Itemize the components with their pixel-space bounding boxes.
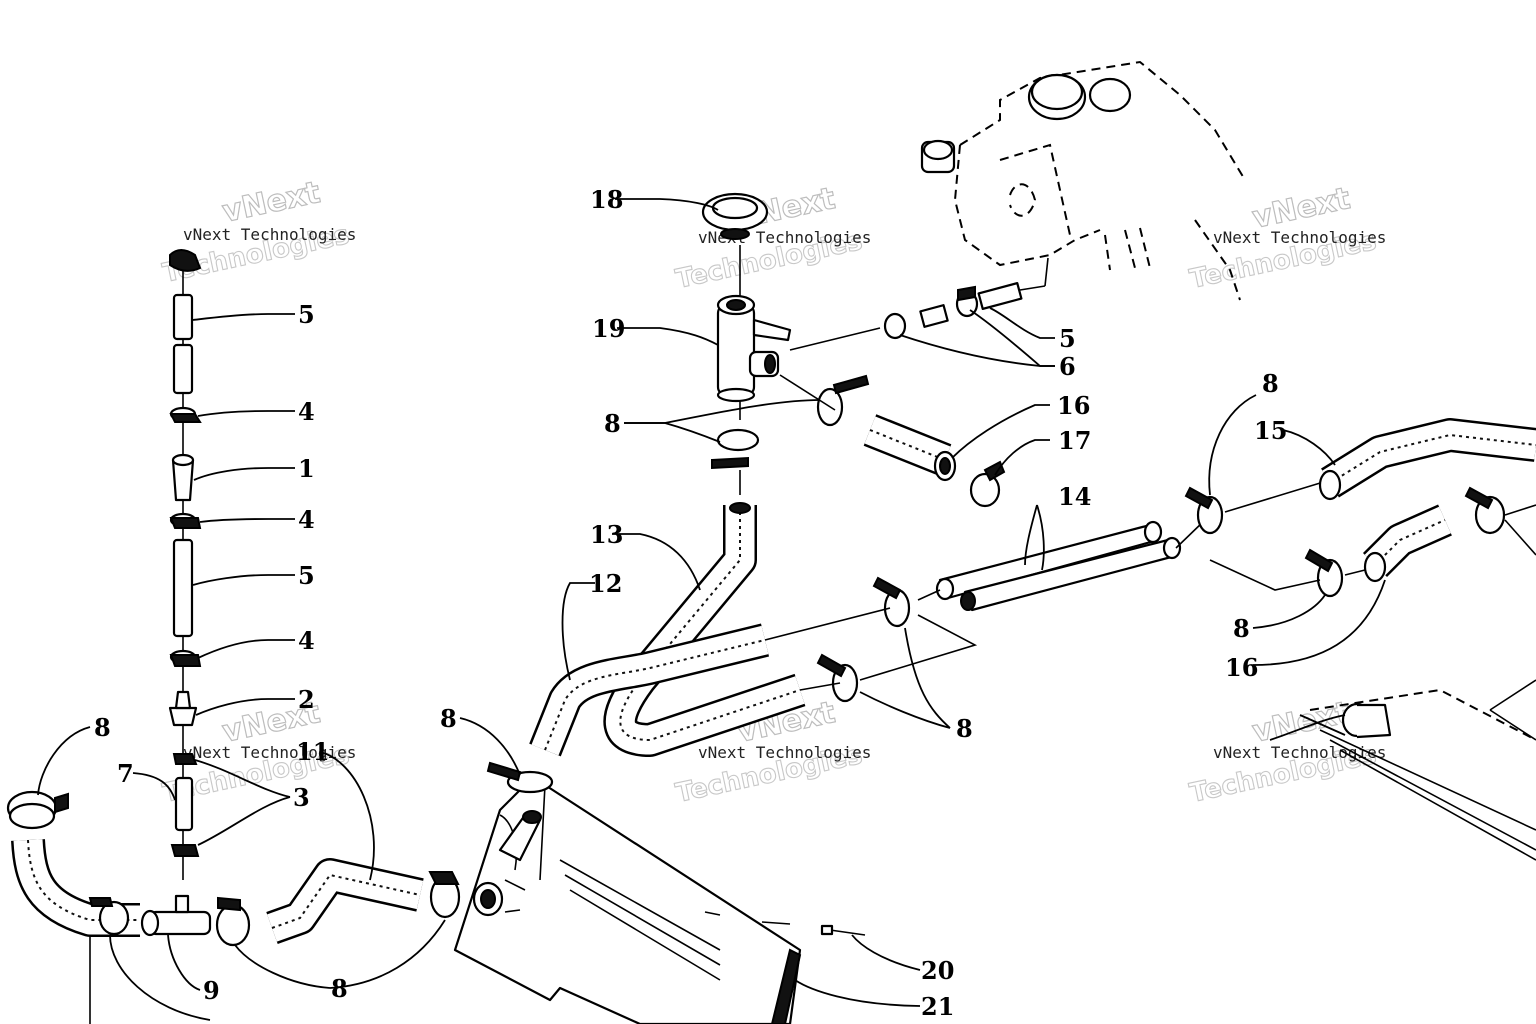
callout-5-mid: 5: [298, 561, 315, 590]
svg-text:vNext: vNext: [1249, 695, 1353, 750]
hose-11: [266, 858, 424, 945]
connector-6: [919, 304, 949, 328]
callout-3: 3: [293, 783, 310, 812]
clamp-3-lower: [170, 844, 200, 857]
callout-4-mid: 4: [298, 505, 315, 534]
tee-fitting-9: [140, 894, 212, 937]
bolt-20: [820, 924, 866, 936]
hose-16-upper: [863, 414, 957, 482]
callout-8-tee: 8: [604, 409, 621, 438]
right-radiator-outline: [1309, 679, 1536, 861]
watermark-top-left: vNext Technologies vNext Technologies: [160, 174, 357, 289]
clamp-8-mid-b: [816, 653, 859, 703]
right-radiator-fitting: [1341, 702, 1392, 739]
heat-exchanger-inlet: [498, 810, 542, 862]
hose-16-lower: [1362, 504, 1452, 583]
hose-15: [1318, 418, 1536, 501]
clamp-8-upper-mid: [816, 374, 870, 427]
callout-19: 19: [592, 314, 625, 343]
callout-5-top: 5: [298, 300, 315, 329]
callout-labels: 5 4 1 4 5 4 2 3 7 8 9 8 11 8 12 13 18 19…: [94, 185, 1287, 1021]
callout-14: 14: [1058, 482, 1091, 511]
hose-segment-5-upper: [172, 293, 194, 341]
hose-13: [603, 502, 806, 757]
callout-21: 21: [921, 992, 954, 1021]
callout-8-right-bottom: 8: [1233, 614, 1250, 643]
clamp-8-tee-lower: [711, 428, 760, 470]
clamp-4-mid: [169, 512, 202, 529]
callout-4-low: 4: [298, 626, 315, 655]
leader-lines: [37, 198, 1386, 1021]
callout-8-bottom-left: 8: [331, 974, 348, 1003]
top-clamp: [169, 249, 202, 272]
radiator-cap-18: [701, 192, 769, 240]
filler-neck-tee-19: [716, 294, 792, 403]
clamp-17: [969, 460, 1006, 508]
heat-exchanger-fins: [770, 948, 802, 1024]
clamp-4-lower: [169, 649, 202, 667]
callout-8-far-left: 8: [94, 713, 111, 742]
engine-phantom-outline: [920, 60, 1246, 301]
clamp-8-right-b: [1304, 548, 1344, 598]
svg-text:vNext: vNext: [219, 175, 323, 230]
hose-12: [529, 623, 770, 757]
callout-12: 12: [589, 569, 622, 598]
left-fuel-line-stack: [168, 249, 202, 880]
svg-text:vNext Technologies: vNext Technologies: [183, 743, 356, 762]
clamp-8-right-a: [1184, 486, 1224, 535]
callout-8-mid-right: 8: [956, 714, 973, 743]
check-valve-2: [168, 706, 198, 727]
callout-15: 15: [1254, 416, 1287, 445]
left-hose-elbow: [11, 838, 140, 937]
callout-5-right: 5: [1059, 324, 1076, 353]
callout-9: 9: [203, 976, 220, 1005]
clamp-6b: [955, 285, 979, 318]
coolant-pipe-14-upper: [935, 520, 1163, 601]
svg-text:vNext Technologies: vNext Technologies: [183, 225, 356, 244]
heat-exchanger-outlet: [472, 879, 526, 917]
callout-8-right-top: 8: [1262, 369, 1279, 398]
callout-11: 11: [296, 737, 329, 766]
svg-text:vNext Technologies: vNext Technologies: [1213, 743, 1386, 762]
clamp-8-mid-a: [872, 576, 911, 628]
hose-segment-5-right: [977, 281, 1023, 311]
left-hose-clamp-top: [6, 790, 69, 830]
callout-4-top: 4: [298, 397, 315, 426]
engine-filler-cap: [1027, 73, 1132, 121]
callout-2: 2: [298, 685, 315, 714]
clamp-4-upper: [169, 406, 202, 423]
heat-exchanger-panel: [453, 783, 802, 1024]
callout-17: 17: [1058, 426, 1091, 455]
clamp-3-upper: [172, 753, 198, 765]
lower-left-hose-assembly: [6, 790, 461, 1024]
watermark-top-right: vNext Technologies vNext Technologies: [1187, 180, 1387, 295]
engine-fitting: [920, 139, 956, 174]
left-clamp-9b: [215, 896, 251, 947]
svg-text:vNext Technologies: vNext Technologies: [1213, 228, 1386, 247]
callout-1: 1: [298, 454, 315, 483]
clamp-8-bottom-of-12: [486, 761, 554, 794]
watermark-top-center: vNext Technologies vNext Technologies: [673, 180, 872, 295]
left-clamp-9a: [88, 897, 130, 936]
callout-20: 20: [921, 956, 954, 985]
clamp-8-right-of-11: [428, 871, 461, 919]
callout-16-upper: 16: [1057, 391, 1090, 420]
callout-18: 18: [590, 185, 623, 214]
callout-8-left-mid: 8: [440, 704, 457, 733]
svg-text:vNext Technologies: vNext Technologies: [698, 743, 871, 762]
callout-6: 6: [1059, 352, 1076, 381]
clamp-6a: [883, 312, 907, 340]
callout-16-lower: 16: [1225, 653, 1258, 682]
hose-segment-5-mid: [172, 343, 194, 395]
clamp-8-right-c: [1464, 486, 1506, 535]
coolant-pipe-14-lower: [960, 536, 1182, 612]
callout-13: 13: [590, 520, 623, 549]
callout-7: 7: [117, 759, 134, 788]
overflow-line-right: [789, 257, 1049, 351]
hose-segment-7: [174, 776, 194, 832]
hose-segment-5-lower: [172, 538, 194, 638]
